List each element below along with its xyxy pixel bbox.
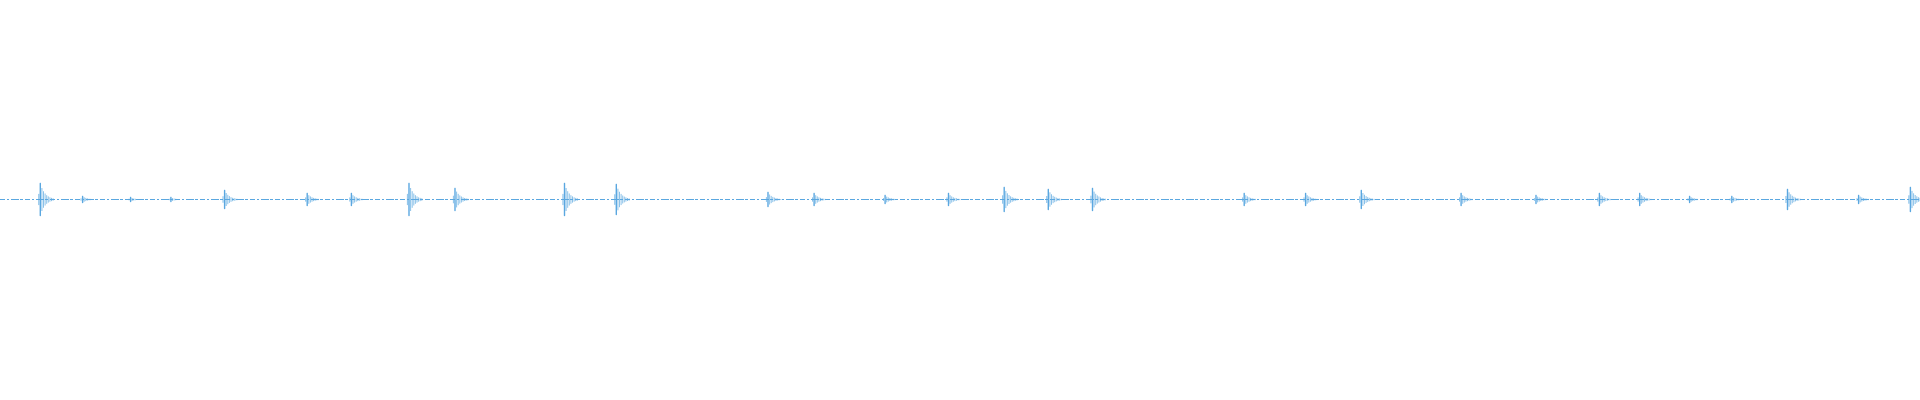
waveform-peaks (38, 182, 1920, 217)
